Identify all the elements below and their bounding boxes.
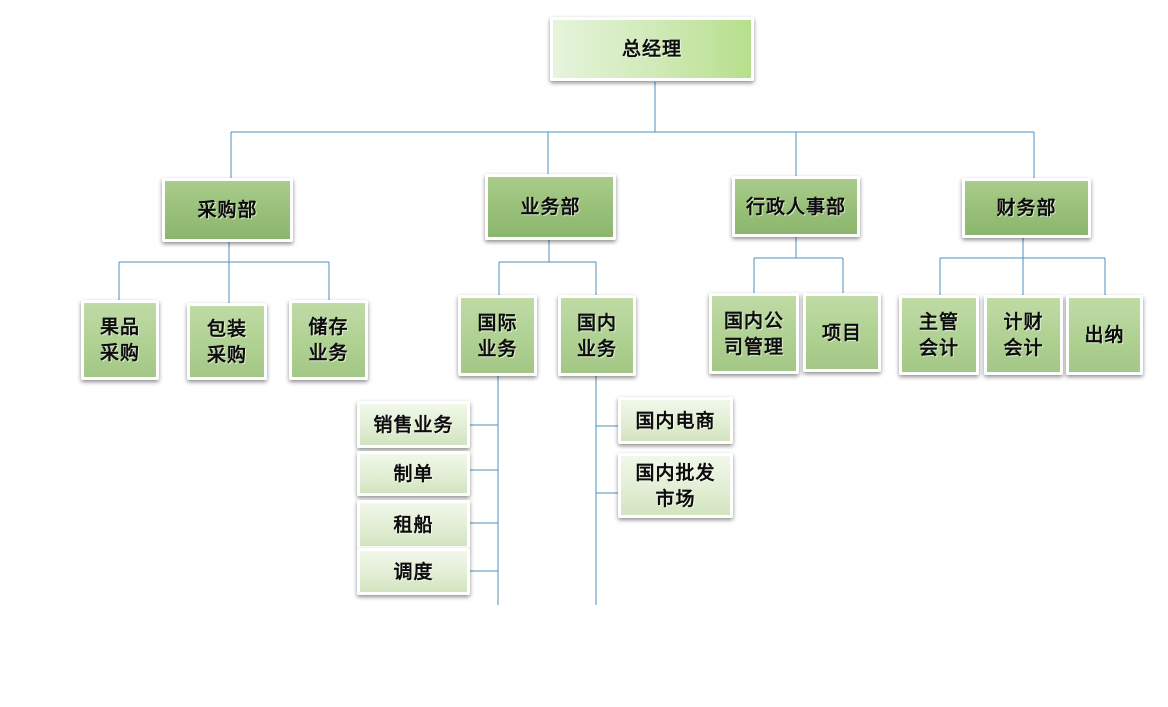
node-dept-purchasing: 采购部: [162, 178, 293, 242]
node-task-domestic-wholesale: 国内批发 市场: [618, 453, 733, 518]
node-unit-domestic-company-mgmt: 国内公 司管理: [709, 293, 799, 374]
node-unit-domestic: 国内 业务: [558, 295, 636, 376]
node-task-sales: 销售业务: [357, 401, 470, 448]
node-unit-chief-accountant: 主管 会计: [899, 295, 979, 375]
node-task-documentation: 制单: [357, 451, 470, 496]
node-unit-storage: 储存 业务: [289, 300, 368, 380]
node-dept-finance: 财务部: [962, 178, 1091, 238]
node-dept-business: 业务部: [485, 174, 616, 240]
node-task-domestic-ecommerce: 国内电商: [618, 397, 733, 444]
node-unit-packaging-purchasing: 包装 采购: [187, 303, 267, 380]
node-ceo: 总经理: [550, 17, 754, 81]
node-unit-planning-accountant: 计财 会计: [984, 295, 1063, 375]
node-unit-cashier: 出纳: [1066, 295, 1143, 375]
node-task-dispatch: 调度: [357, 548, 470, 595]
node-unit-projects: 项目: [803, 293, 881, 372]
node-dept-admin: 行政人事部: [732, 176, 860, 237]
node-task-chartering: 租船: [357, 500, 470, 549]
node-unit-fruit-purchasing: 果品 采购: [81, 300, 159, 380]
node-unit-international: 国际 业务: [458, 295, 537, 376]
